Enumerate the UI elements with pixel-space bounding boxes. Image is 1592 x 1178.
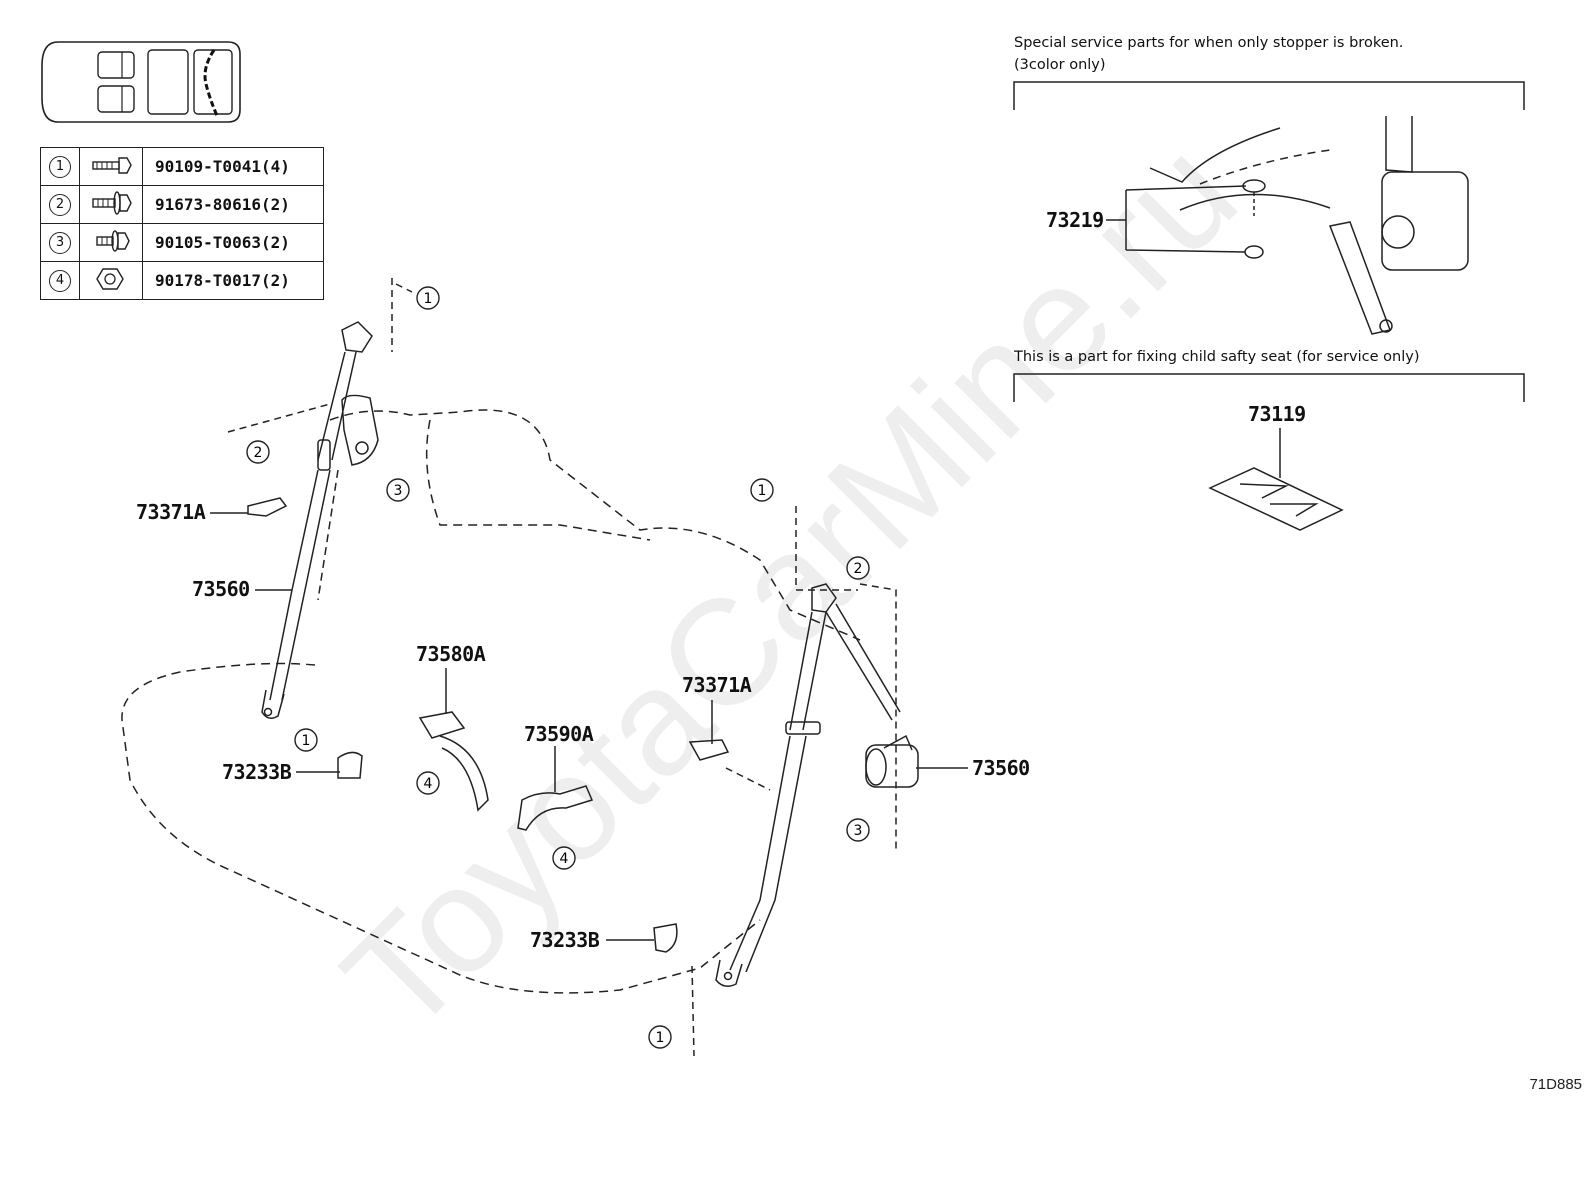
- bolt-long-icon: [92, 156, 132, 174]
- legend-row: 3 90105-T0063(2): [40, 223, 324, 262]
- svg-text:2: 2: [254, 445, 263, 461]
- svg-text:4: 4: [424, 776, 433, 792]
- svg-text:1: 1: [424, 291, 433, 307]
- marker-2: 2: [246, 440, 270, 464]
- child-seat-note: This is a part for fixing child safty se…: [1014, 349, 1420, 365]
- marker-1: 1: [416, 286, 440, 310]
- svg-text:1: 1: [656, 1030, 665, 1046]
- buckle-73580a: [418, 711, 489, 812]
- callout-73233b-bottom: 73233B: [530, 928, 600, 952]
- buckle-73590a: [517, 785, 594, 831]
- seat-back-outline: [329, 409, 861, 641]
- nut-icon: [96, 267, 124, 290]
- callout-73590a: 73590A: [524, 722, 594, 746]
- vehicle-location-icon: [41, 41, 241, 123]
- callout-73233b-left: 73233B: [222, 760, 292, 784]
- marker-1: 1: [648, 1025, 672, 1049]
- right-belt-assembly: [715, 583, 919, 987]
- callout-73119: 73119: [1248, 402, 1306, 426]
- legend-part-number: 90178-T0017(2): [142, 261, 324, 300]
- marker-2: 2: [49, 194, 71, 216]
- callout-73560-right: 73560: [972, 756, 1030, 780]
- svg-text:3: 3: [394, 483, 403, 499]
- legend-row: 2 91673-80616(2): [40, 185, 324, 224]
- child-seat-plate-drawing: [1013, 373, 1525, 531]
- seat-belt-exploded-drawing: 1 2 3 1 4 4 1 2 3 1: [121, 81, 1525, 1057]
- seat-cushion-outline: [121, 662, 761, 994]
- callout-73219: 73219: [1046, 208, 1104, 232]
- special-parts-note-sub: (3color only): [1014, 57, 1106, 73]
- svg-text:1: 1: [302, 733, 311, 749]
- bolt-flange-icon: [92, 190, 132, 215]
- fastener-legend-table: 1 90109-T0041(4) 2 91673-80616(2) 3 9010…: [40, 147, 324, 300]
- marker-2: 2: [846, 556, 870, 580]
- callout-73371a-left: 73371A: [136, 500, 206, 524]
- legend-row: 4 90178-T0017(2): [40, 261, 324, 300]
- legend-part-number: 91673-80616(2): [142, 185, 324, 224]
- marker-3: 3: [386, 478, 410, 502]
- cover-73233b-bottom: [653, 923, 678, 953]
- diagram-code: 71D885: [1529, 1076, 1582, 1093]
- callout-73580a: 73580A: [416, 642, 486, 666]
- svg-text:1: 1: [758, 483, 767, 499]
- bolt-short-icon: [96, 229, 130, 252]
- marker-1: 1: [294, 728, 318, 752]
- legend-row: 1 90109-T0041(4): [40, 147, 324, 186]
- svg-text:3: 3: [854, 823, 863, 839]
- marker-4: 4: [49, 270, 71, 292]
- svg-text:2: 2: [854, 561, 863, 577]
- marker-3: 3: [49, 232, 71, 254]
- stopper-inset-drawing: [1013, 81, 1525, 335]
- left-belt-assembly: [261, 321, 379, 719]
- callout-73371a-right: 73371A: [682, 673, 752, 697]
- marker-3: 3: [846, 818, 870, 842]
- callout-73560-left: 73560: [192, 577, 250, 601]
- marker-1: 1: [49, 156, 71, 178]
- cover-73233b-left: [337, 751, 363, 779]
- cover-73371a-left: [247, 497, 288, 517]
- special-parts-note: Special service parts for when only stop…: [1014, 35, 1404, 51]
- marker-4: 4: [416, 771, 440, 795]
- svg-text:4: 4: [560, 851, 569, 867]
- cover-73371a-right: [688, 739, 730, 761]
- marker-4: 4: [552, 846, 576, 870]
- drawing-markers: 1 2 3 1 4 4 1 2 3 1: [246, 286, 870, 1049]
- marker-1: 1: [750, 478, 774, 502]
